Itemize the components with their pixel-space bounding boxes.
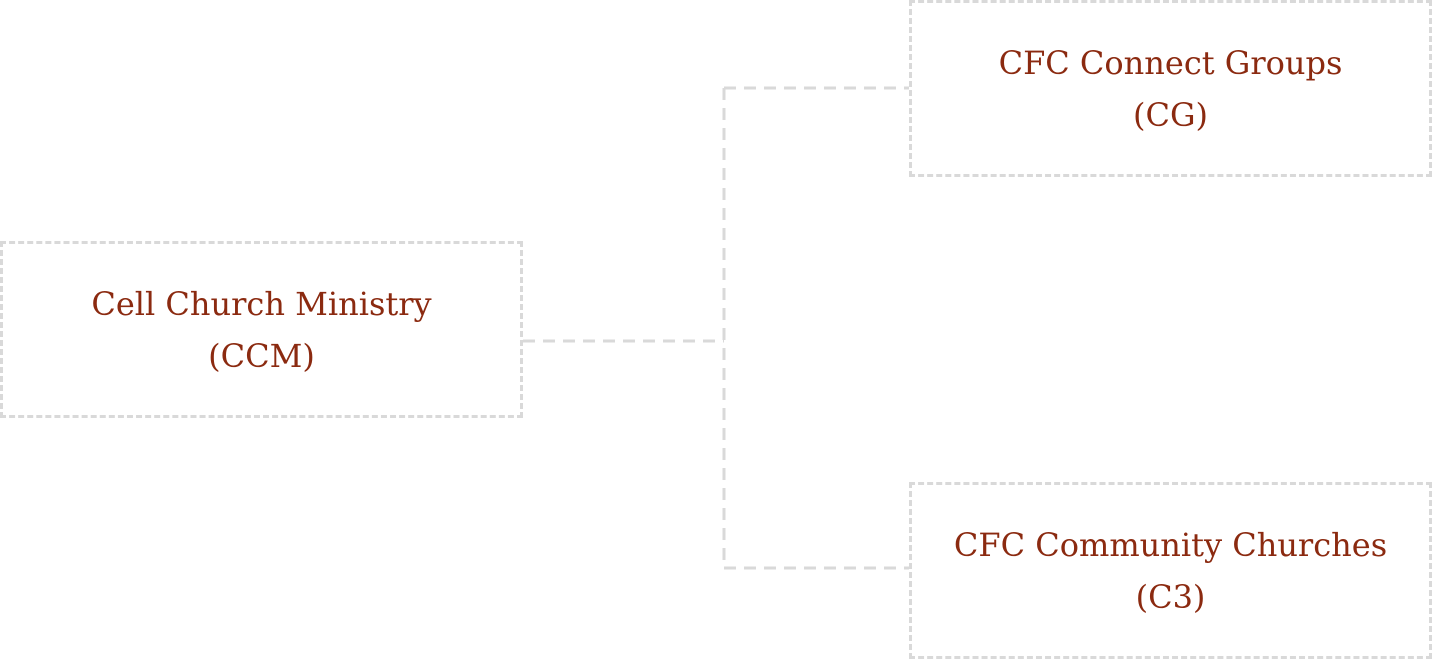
node-cfc-community-churches: CFC Community Churches (C3) [909, 482, 1432, 659]
node-cg-title: CFC Connect Groups [998, 43, 1343, 82]
node-c3-title: CFC Community Churches [953, 525, 1388, 564]
node-c3-abbr: (C3) [1135, 577, 1206, 616]
node-cfc-connect-groups: CFC Connect Groups (CG) [909, 0, 1432, 177]
node-cg-abbr: (CG) [1132, 95, 1208, 134]
node-ccm-abbr: (CCM) [208, 336, 315, 375]
node-ccm-title: Cell Church Ministry [91, 284, 432, 323]
node-cell-church-ministry: Cell Church Ministry (CCM) [0, 241, 523, 418]
